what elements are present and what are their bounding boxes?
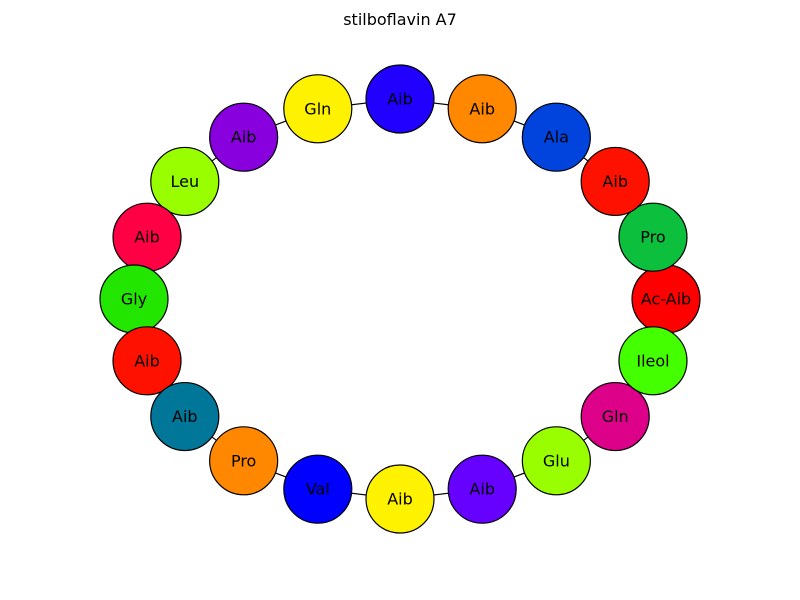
backbone-edges [133,98,667,500]
residue-circle [521,102,591,172]
residue-node: Ileol [618,326,688,396]
residue-node: Val [283,454,353,524]
residue-node: Aib [209,102,279,172]
residue-label: Aib [172,407,198,426]
residue-node: Aib [365,64,435,134]
residue-circle [618,202,688,272]
residue-circle [365,64,435,134]
residue-label: Gly [121,290,147,309]
residue-circle [209,426,279,496]
residue-circle [580,381,650,452]
residue-label: Pro [231,451,256,470]
residue-label: Ala [544,128,569,147]
residue-circle [365,464,435,534]
residue-circle [283,74,353,144]
residue-nodes: Ac-AibProAibAlaAibAibGlnAibLeuAibGlyAibA… [99,64,701,534]
residue-label: Val [306,480,330,499]
residue-label: Aib [387,490,413,509]
residue-circle [209,102,279,172]
residue-node: Pro [209,426,279,496]
residue-label: Aib [134,228,160,247]
residue-label: Ileol [636,351,669,370]
residue-circle [447,454,517,524]
residue-label: Pro [640,228,665,247]
residue-node: Glu [521,426,591,496]
residue-node: Pro [618,202,688,272]
residue-label: Aib [387,90,413,109]
residue-circle [447,74,517,144]
residue-circle [150,146,220,217]
residue-node: Leu [150,146,220,217]
residue-label: Aib [134,351,160,370]
residue-node: Aib [365,464,435,534]
residue-node: Ac-Aib [631,264,701,334]
residue-label: Aib [231,128,257,147]
residue-circle [580,146,650,217]
residue-node: Aib [447,74,517,144]
residue-node: Aib [112,326,182,396]
residue-node: Aib [112,202,182,272]
residue-node: Gln [283,74,353,144]
residue-label: Gln [602,407,629,426]
residue-label: Aib [469,99,495,118]
residue-label: Aib [469,480,495,499]
residue-circle [618,326,688,396]
residue-label: Leu [170,172,199,191]
residue-circle [112,326,182,396]
residue-label: Aib [602,172,628,191]
residue-node: Gly [99,264,169,334]
residue-circle [150,381,220,452]
residue-circle [283,454,353,524]
residue-label: Ac-Aib [641,290,691,309]
diagram-title: stilboflavin A7 [343,10,457,29]
residue-node: Aib [580,146,650,217]
residue-node: Aib [150,381,220,452]
residue-circle [521,426,591,496]
residue-node: Ala [521,102,591,172]
residue-label: Glu [543,451,570,470]
residue-node: Gln [580,381,650,452]
residue-node: Aib [447,454,517,524]
residue-label: Gln [304,99,331,118]
